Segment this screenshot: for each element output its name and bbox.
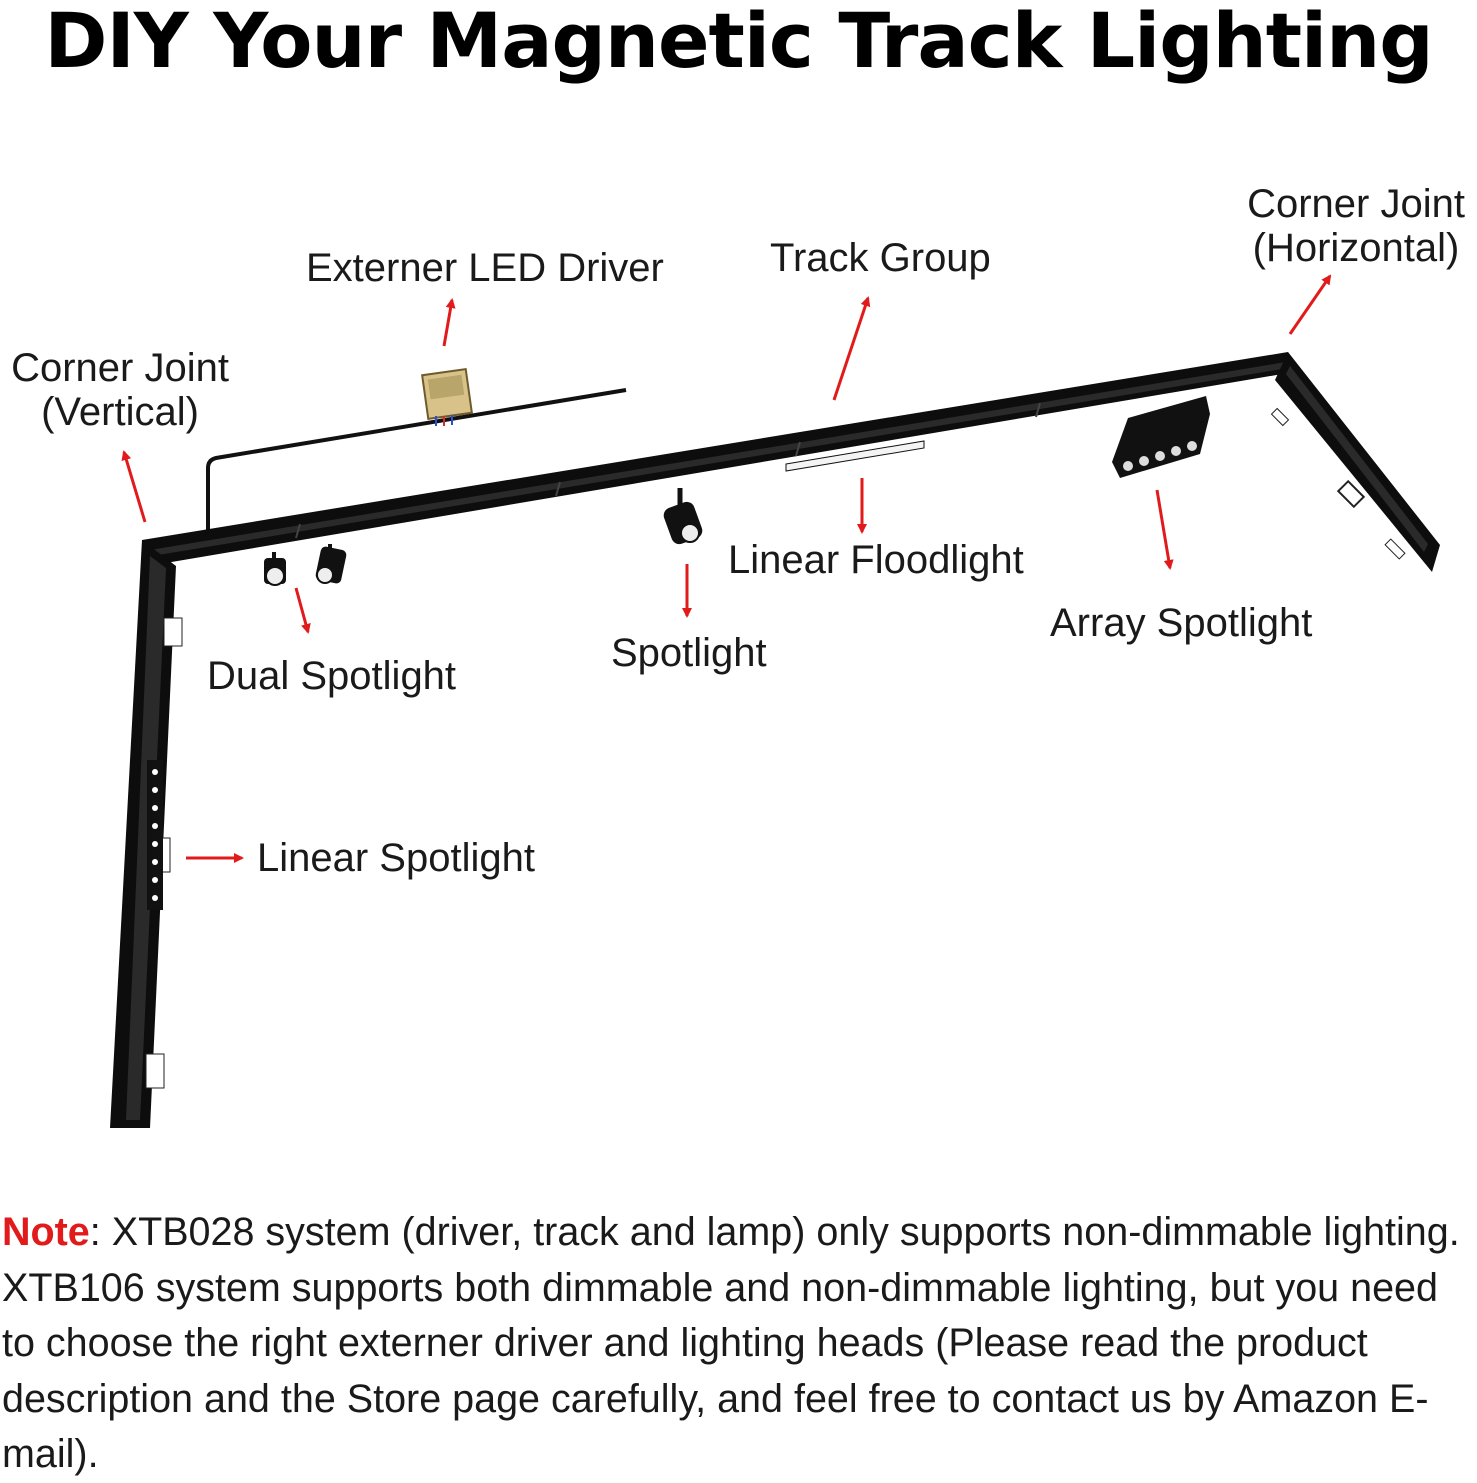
arrow-externer-led-driver: [442, 298, 456, 347]
arrow-array-spotlight: [1155, 489, 1174, 570]
callout-arrows: [121, 274, 1332, 863]
linear-floodlight-icon: [785, 440, 925, 472]
array-spotlight-icon: [1112, 396, 1210, 478]
note-paragraph: Note: XTB028 system (driver, track and l…: [2, 1205, 1477, 1483]
arrow-track-group: [832, 296, 871, 401]
page-title: DIY Your Magnetic Track Lighting: [44, 0, 1433, 85]
led-driver-icon: [421, 368, 473, 426]
corner-joint-horizontal-track: [1270, 352, 1440, 572]
label-linear-floodlight: Linear Floodlight: [728, 538, 1024, 582]
label-track-group: Track Group: [770, 236, 991, 280]
label-spotlight: Spotlight: [611, 631, 767, 675]
label-dual-spotlight: Dual Spotlight: [207, 654, 457, 698]
arrow-dual-spotlight: [294, 587, 311, 634]
label-linear-spotlight: Linear Spotlight: [257, 836, 535, 880]
arrow-corner-joint-vertical: [121, 450, 147, 523]
label-array-spotlight: Array Spotlight: [1050, 601, 1313, 645]
linear-spotlight-icon: [147, 760, 163, 910]
dual-spotlight-icon: [264, 544, 347, 586]
arrow-corner-joint-horizontal: [1288, 274, 1332, 335]
label-corner-joint-vertical: Corner Joint (Vertical): [11, 346, 229, 434]
track-group: [142, 352, 1294, 566]
corner-joint-vertical-track: [110, 540, 183, 1128]
note-text: : XTB028 system (driver, track and lamp)…: [2, 1210, 1460, 1476]
driver-cable: [206, 388, 627, 530]
spotlight-icon: [663, 488, 703, 545]
note-key: Note: [2, 1210, 90, 1254]
label-externer-led-driver: Externer LED Driver: [306, 246, 664, 290]
label-corner-joint-horizontal: Corner Joint (Horizontal): [1247, 182, 1465, 270]
